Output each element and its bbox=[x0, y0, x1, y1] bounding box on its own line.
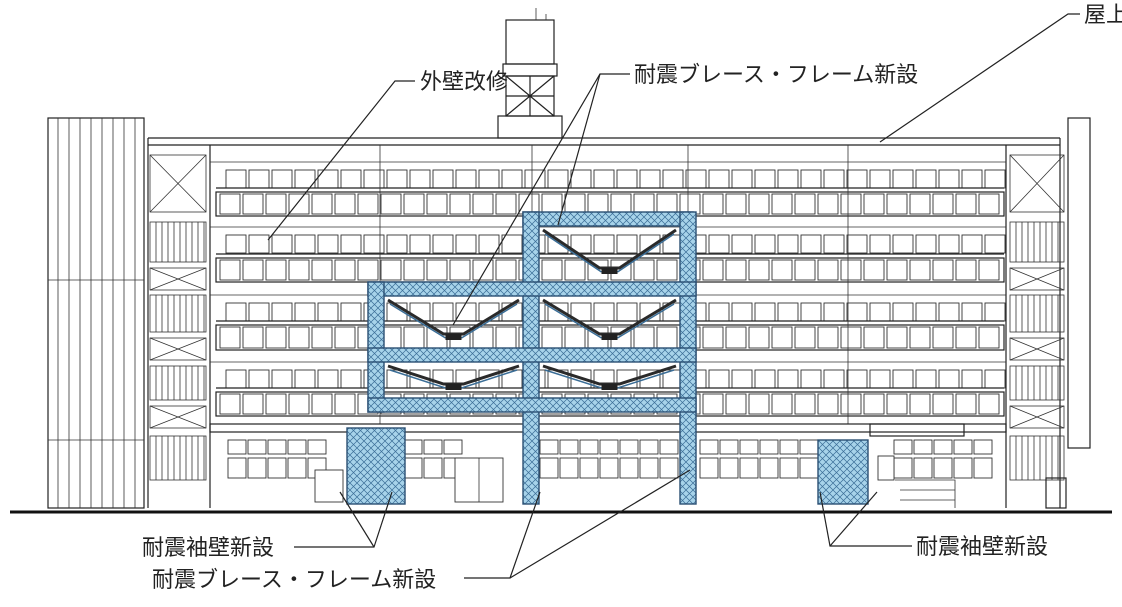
balcony-floors bbox=[210, 145, 1006, 424]
label-wing-wall-right: 耐震袖壁新設 bbox=[916, 535, 1048, 560]
label-roof-waterproofing: 屋上防水改修 bbox=[1084, 3, 1122, 28]
side-stair-boxes bbox=[149, 154, 1065, 481]
left-stair-tower bbox=[47, 117, 145, 509]
ground-floor-facade bbox=[209, 423, 1067, 509]
label-brace-frame-top: 耐震ブレース・フレーム新設 bbox=[634, 63, 918, 88]
label-exterior-wall: 外壁改修 bbox=[420, 70, 508, 95]
leader-lines bbox=[267, 13, 1080, 579]
seismic-brace-frame bbox=[346, 211, 869, 505]
label-brace-frame-bottom: 耐震ブレース・フレーム新設 bbox=[152, 568, 436, 593]
main-building bbox=[147, 137, 1061, 508]
right-elevator-shaft bbox=[1067, 117, 1091, 449]
label-wing-wall-left: 耐震袖壁新設 bbox=[142, 536, 274, 561]
